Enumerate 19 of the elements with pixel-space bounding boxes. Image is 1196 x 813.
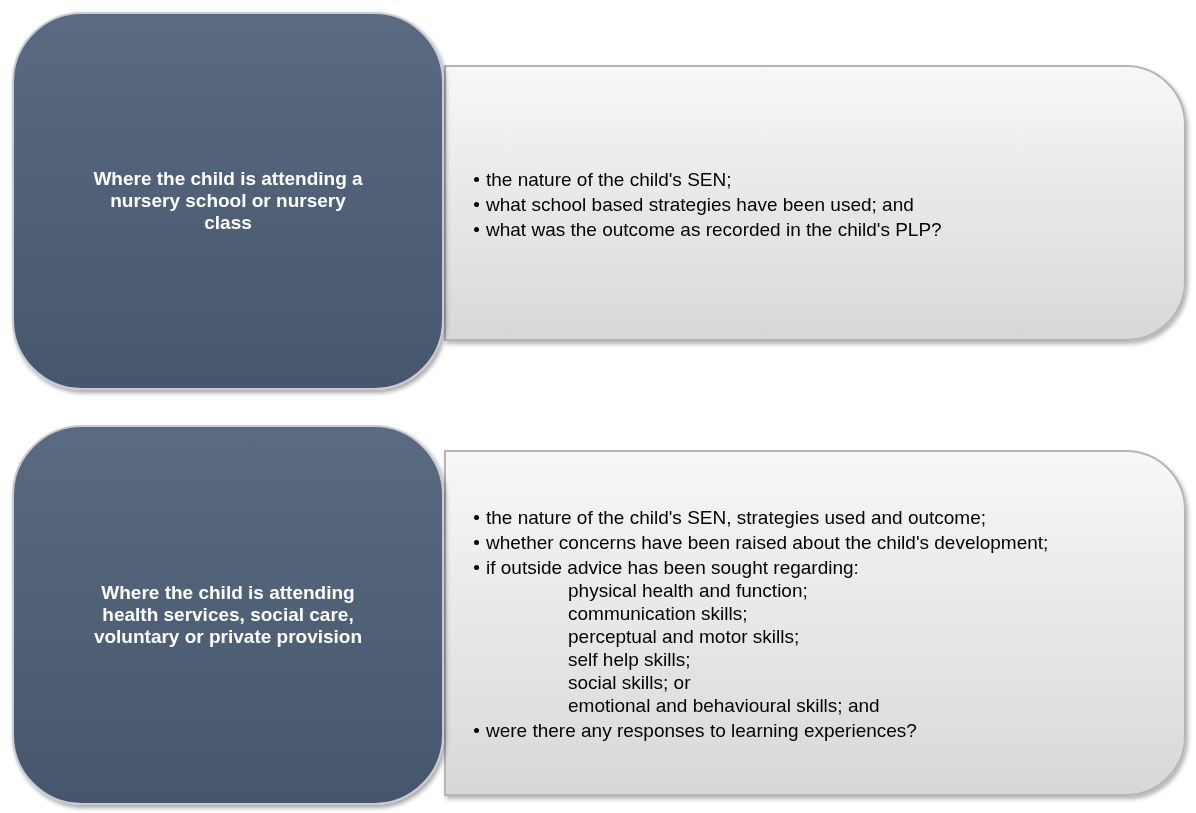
list-item-text: if outside advice has been sought regarding:: [486, 557, 859, 578]
list-item-text: what school based strategies have been used; and: [486, 193, 914, 215]
sub-item-text: physical health and function;: [568, 580, 808, 601]
heading-box: [12, 425, 444, 805]
list-item-text: the nature of the child's SEN, strategies used and outcome;: [486, 507, 987, 528]
content-box: [444, 65, 1186, 341]
sub-item-text: self help skills;: [568, 649, 691, 670]
heading-text: Where the child is attending a nursery school or nursery class: [92, 168, 364, 234]
sub-item-text: emotional and behavioural skills; and: [568, 695, 880, 716]
content-box: [444, 450, 1186, 796]
heading-box: [12, 12, 444, 390]
sub-item-text: perceptual and motor skills;: [568, 626, 800, 647]
sub-item-text: communication skills;: [568, 603, 748, 624]
list-item-text: what was the outcome as recorded in the child's PLP?: [486, 218, 942, 240]
heading-text: Where the child is attending health services, social care, voluntary or private provision: [92, 582, 364, 648]
list-item-text: the nature of the child's SEN;: [486, 168, 732, 190]
sub-item-text: social skills; or: [568, 672, 691, 693]
list-item-text: were there any responses to learning experiences?: [486, 720, 917, 741]
list-item-text: whether concerns have been raised about the child's development;: [486, 532, 1049, 553]
